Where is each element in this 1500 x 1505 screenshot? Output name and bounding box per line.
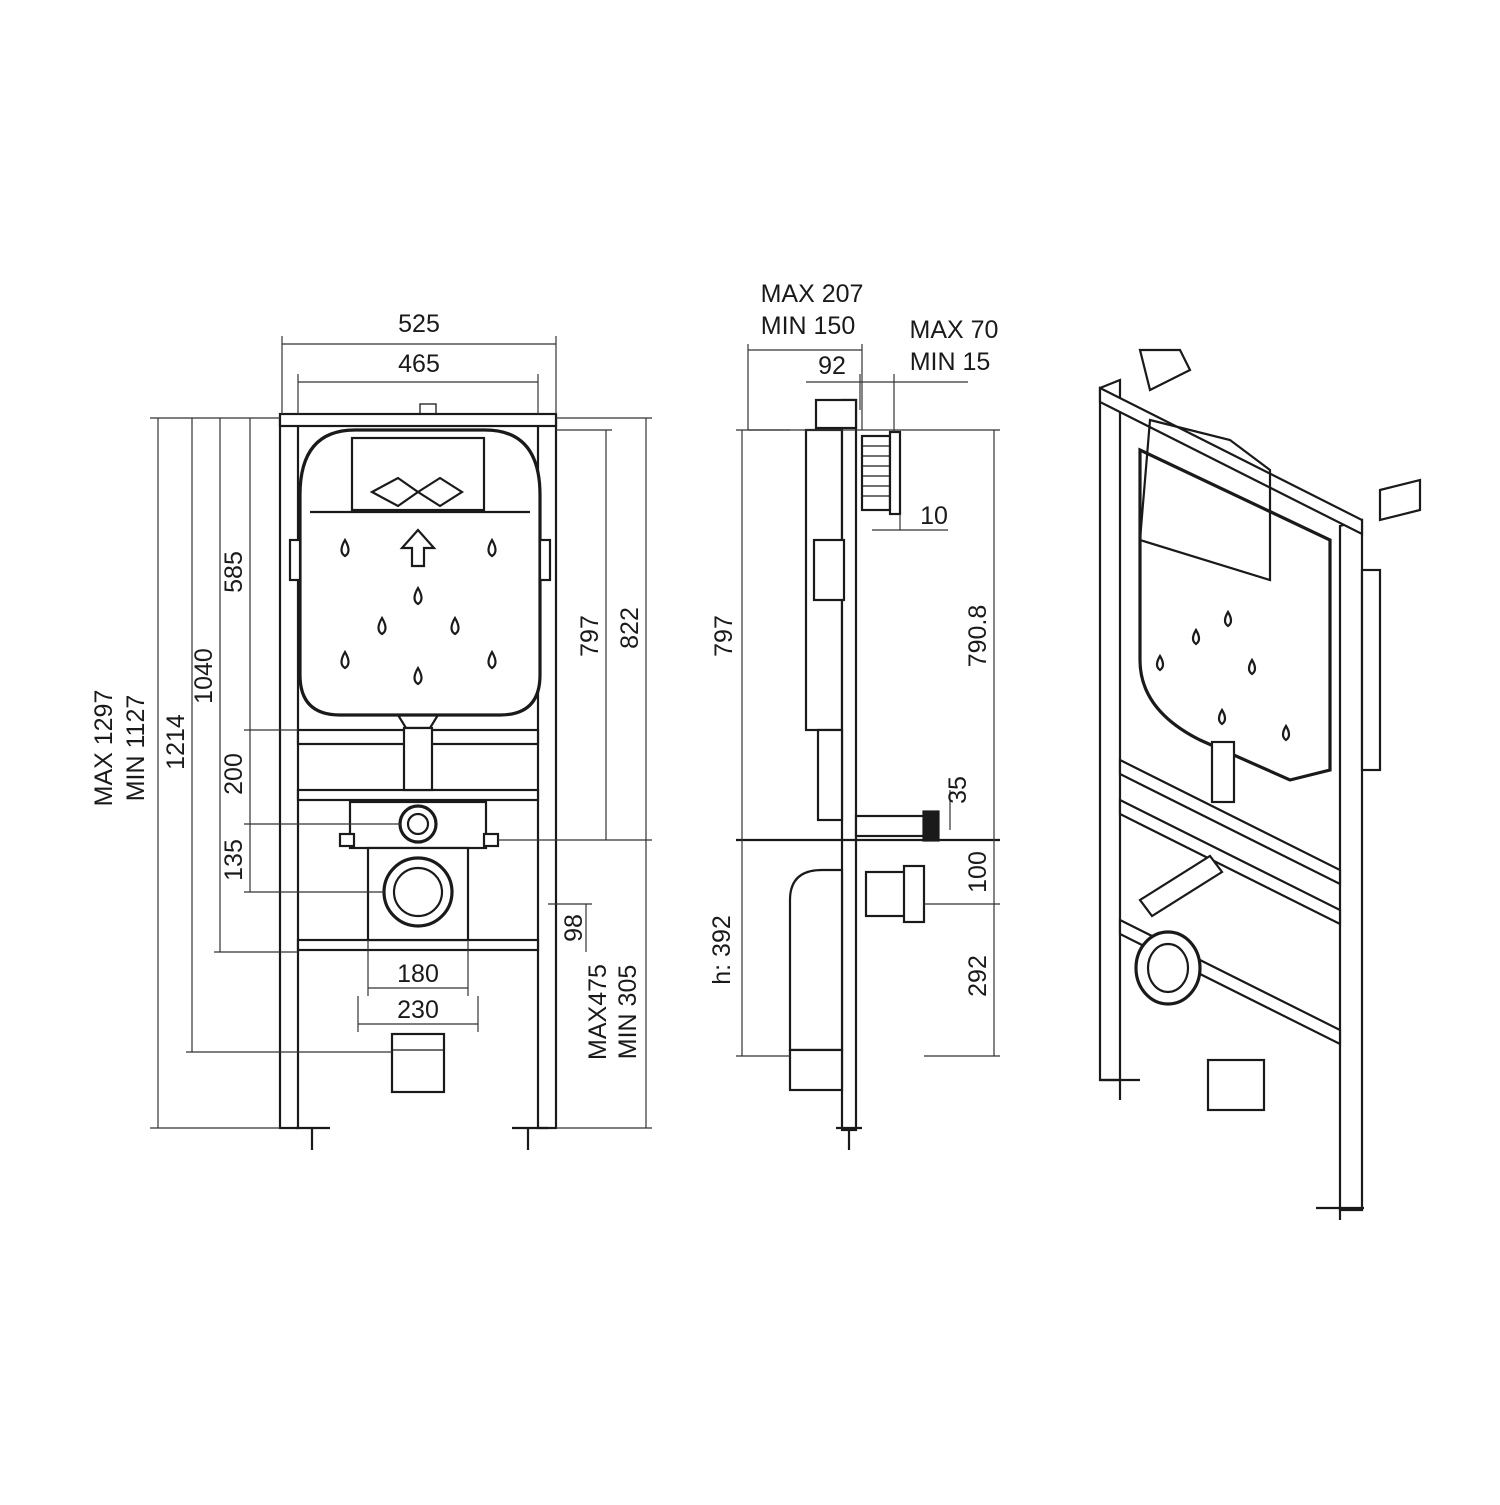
crossbar-mid: [296, 788, 540, 802]
iso-wc-outlet: [1134, 930, 1202, 1006]
side-inlet-pipe: [854, 814, 928, 838]
iso-drop-icons: [1155, 609, 1291, 742]
label-200: 200: [220, 753, 248, 795]
front-top-rail: [278, 412, 558, 428]
front-bolt-left: [338, 832, 356, 848]
label-100: 100: [964, 851, 992, 893]
arrow-up-icon: [399, 528, 437, 568]
label-drain-max: MAX475: [584, 964, 612, 1060]
label-585: 585: [220, 551, 248, 593]
front-view: 525 465 MAX 1297 MIN 1127 1214 1040 585 …: [90, 310, 652, 1150]
label-depth-max: MAX 207: [761, 280, 864, 308]
label-width-outer: 525: [398, 310, 440, 338]
iso-right-post: [1338, 518, 1364, 1212]
label-180: 180: [397, 960, 439, 988]
iso-top-bracket-right: [1378, 478, 1422, 522]
label-790-8: 790.8: [964, 605, 992, 668]
flush-logo-icon: [369, 476, 465, 508]
side-foot: [836, 1126, 862, 1150]
crossbar-lower: [296, 938, 540, 952]
label-35: 35: [944, 776, 972, 804]
iso-crossbar-1: [1118, 758, 1342, 886]
label-1214: 1214: [162, 714, 190, 770]
label-height-max: MAX 1297: [90, 690, 118, 807]
label-135: 135: [220, 839, 248, 881]
iso-waste-pipe: [1206, 1058, 1266, 1112]
label-width-inner: 465: [398, 350, 440, 378]
water-inlet: [398, 804, 438, 844]
isometric-view: [1098, 348, 1422, 1220]
label-10: 10: [920, 502, 948, 530]
front-top-clip: [419, 403, 437, 415]
label-drain-min: MIN 305: [614, 965, 642, 1059]
front-foot-left: [296, 1126, 330, 1150]
side-dimensions: [736, 344, 1000, 1057]
label-797-front: 797: [576, 615, 604, 657]
label-822: 822: [616, 607, 644, 649]
side-bend: [788, 868, 844, 1052]
side-frame-post: [840, 398, 858, 1132]
side-outlet: [864, 870, 912, 918]
iso-foot-right: [1316, 1206, 1364, 1220]
iso-top-bracket-left: [1138, 348, 1192, 392]
label-292: 292: [964, 955, 992, 997]
label-height-min: MIN 1127: [122, 695, 150, 802]
label-adj-min: MIN 15: [910, 348, 991, 376]
side-inlet-cap: [922, 810, 940, 842]
side-view: MAX 207 MIN 150 MAX 70 MIN 15 92 10 797 …: [708, 280, 1000, 1150]
label-adj-max: MAX 70: [910, 316, 999, 344]
side-top-bracket: [814, 398, 858, 430]
label-98: 98: [560, 914, 588, 942]
side-flush-pipe: [816, 728, 844, 822]
flush-pipe: [402, 726, 434, 792]
front-bolt-right: [482, 832, 500, 848]
water-drop-icons: [340, 537, 497, 686]
front-dimensions: [150, 336, 652, 1129]
label-depth-min: MIN 150: [761, 312, 855, 340]
iso-inlet-pipe: [1138, 854, 1224, 918]
side-outlet-flange: [902, 864, 926, 924]
cistern-left-lug: [288, 538, 302, 582]
label-797-side: 797: [710, 615, 738, 657]
side-actuator: [860, 430, 902, 516]
waste-pipe: [390, 1032, 446, 1094]
flush-valve: [396, 713, 440, 730]
iso-actuator: [1138, 418, 1272, 582]
iso-crossbar-2: [1118, 798, 1342, 926]
front-left-post: [278, 416, 300, 1130]
label-392: h: 392: [708, 915, 736, 985]
iso-left-post: [1098, 378, 1122, 1082]
label-1040: 1040: [190, 648, 218, 704]
iso-cistern: [1138, 447, 1332, 782]
iso-flush-pipe: [1210, 740, 1236, 804]
front-foot-right: [512, 1126, 548, 1150]
iso-foot-left: [1100, 1078, 1140, 1100]
flush-plate-recess: [350, 436, 486, 512]
side-valve-box: [812, 538, 846, 602]
label-92: 92: [818, 352, 846, 380]
iso-side-plate: [1360, 568, 1382, 772]
label-230: 230: [397, 996, 439, 1024]
side-waste-pipe: [788, 1048, 844, 1092]
cistern-right-lug: [538, 538, 552, 582]
